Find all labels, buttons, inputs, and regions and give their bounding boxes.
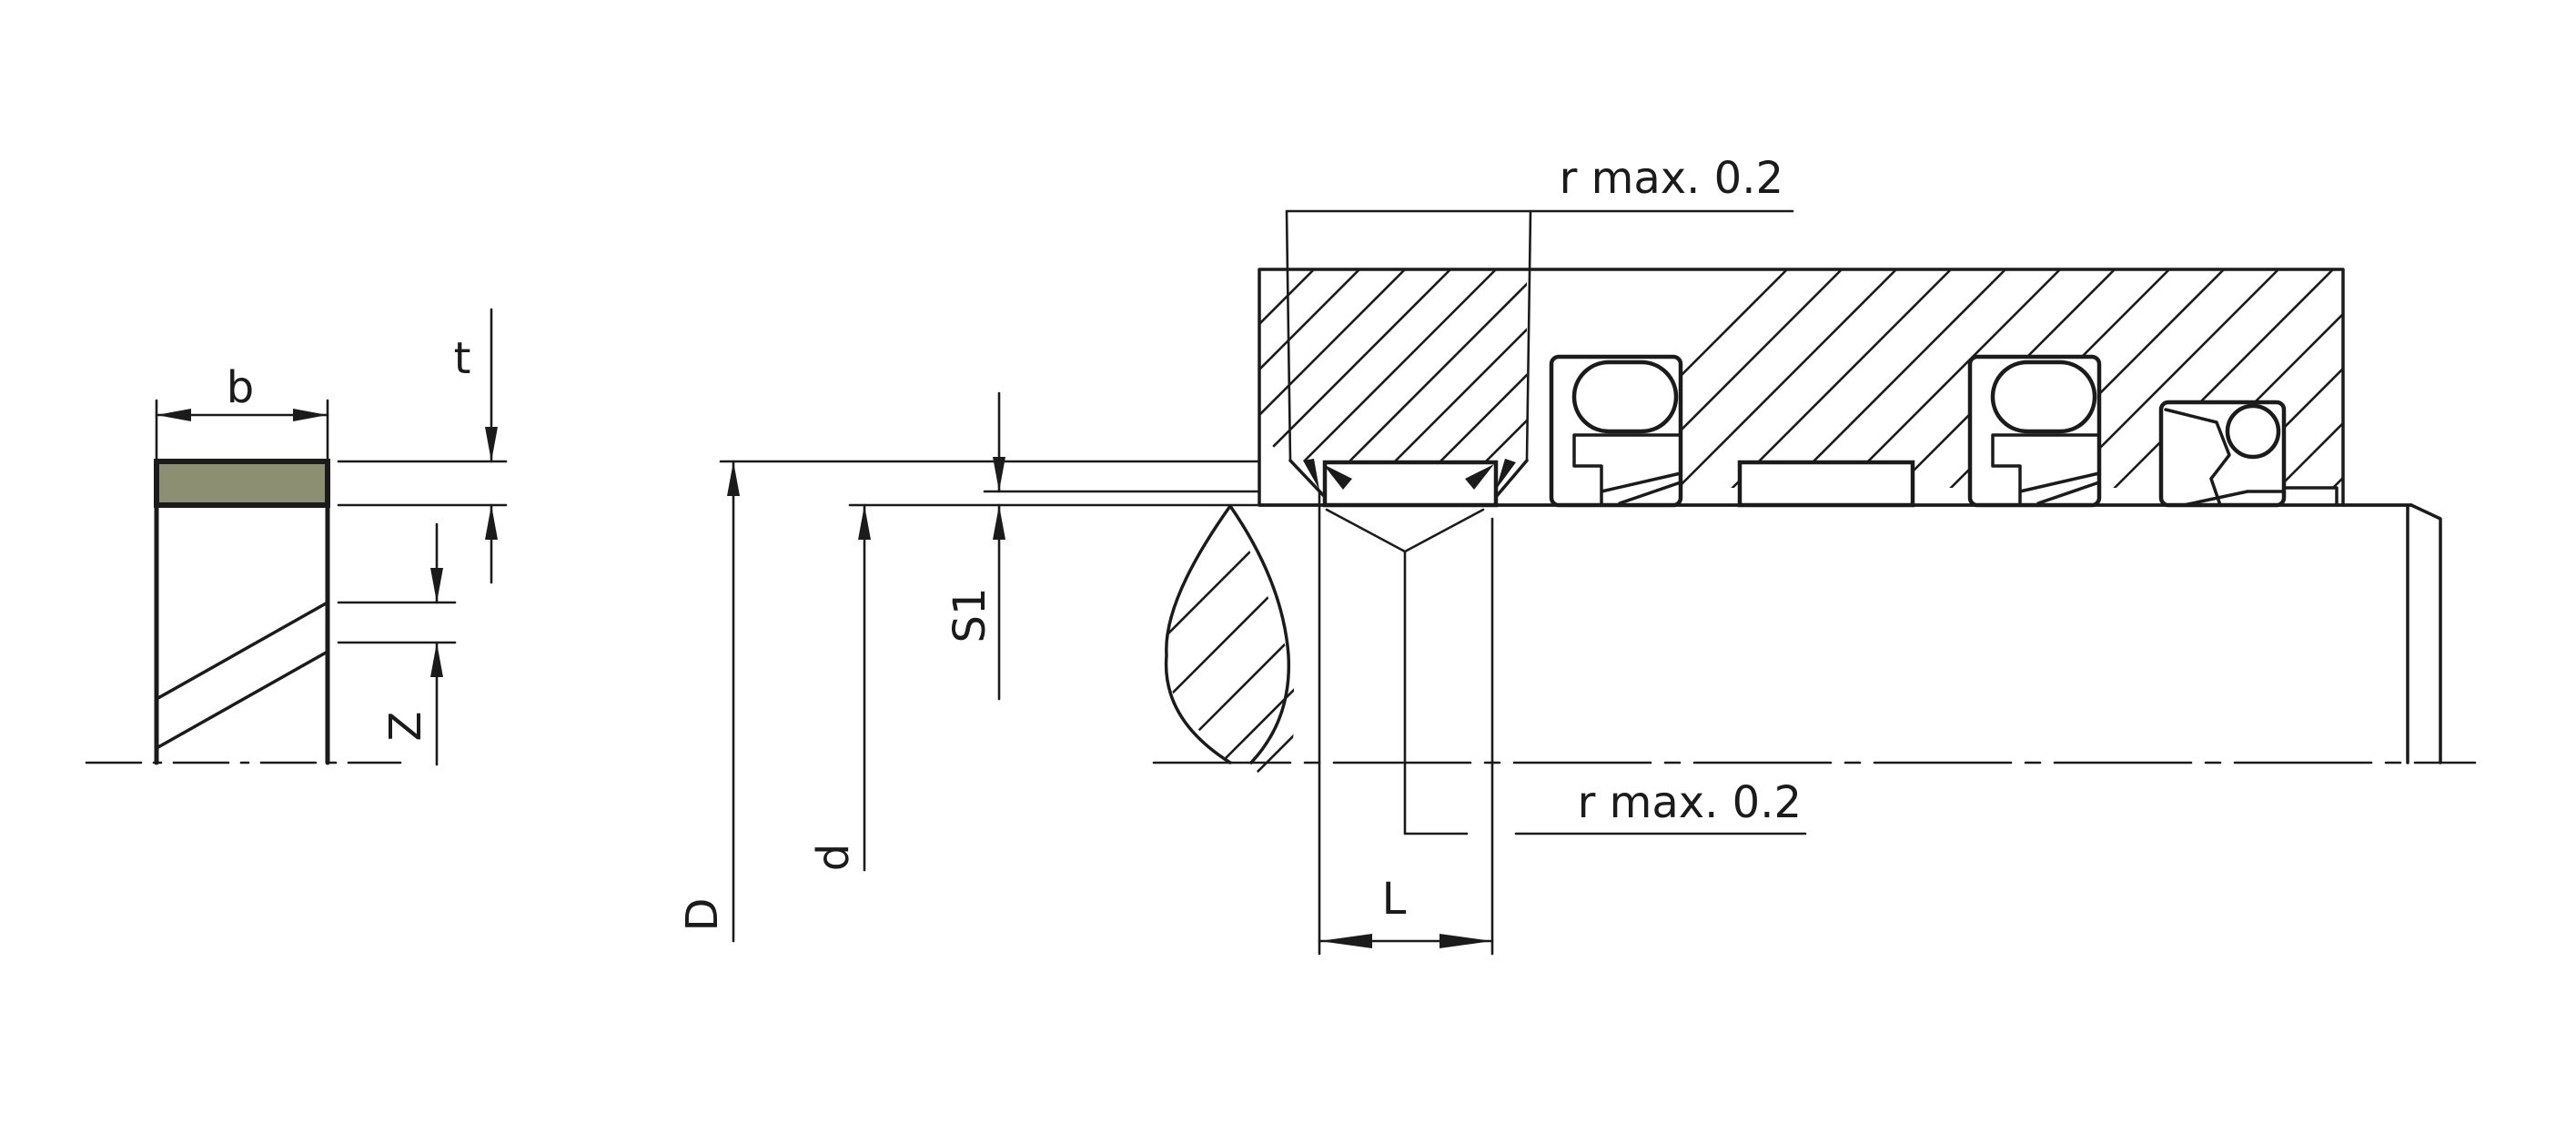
dim-z-arrow-bottom bbox=[430, 643, 443, 677]
dim-t-arrow-bottom bbox=[485, 505, 498, 540]
assembly-view: S1 D d L r max. 0.2 r max. 0.2 bbox=[677, 153, 2477, 956]
leader-r-bottom bbox=[1325, 508, 1485, 553]
rod-end bbox=[2406, 503, 2442, 764]
label-r-top: r max. 0.2 bbox=[1560, 153, 1783, 204]
ring-cut-line-2 bbox=[155, 650, 329, 750]
dim-b-arrow-right bbox=[293, 409, 328, 421]
leader-r-top bbox=[1285, 209, 1532, 462]
label-s1: S1 bbox=[945, 587, 995, 643]
dim-L-arrow-left bbox=[1319, 934, 1372, 948]
ring-cut-line-1 bbox=[155, 601, 329, 701]
label-t: t bbox=[454, 333, 471, 384]
seal-1 bbox=[1549, 354, 1683, 508]
leader-r-bottom-arrow-right bbox=[1465, 464, 1494, 490]
label-L: L bbox=[1382, 874, 1407, 925]
guide-ring-section bbox=[154, 459, 330, 508]
rod-break bbox=[1164, 504, 1291, 764]
label-b: b bbox=[227, 362, 254, 413]
seal-2 bbox=[1967, 354, 2102, 508]
leader-r-bottom-arrow-left bbox=[1323, 464, 1352, 490]
guide-ring-2 bbox=[1737, 460, 1915, 508]
leader-r-top-arrow-left bbox=[1303, 459, 1319, 490]
label-z: Z bbox=[380, 712, 431, 742]
leader-r-top-arrow-right bbox=[1496, 459, 1516, 490]
guide-ring-view: b t Z bbox=[85, 308, 508, 766]
dim-z-arrow-top bbox=[430, 568, 443, 602]
rod-hatching bbox=[1165, 508, 1295, 783]
dim-L-arrow-right bbox=[1440, 934, 1492, 948]
wiper-seal bbox=[2158, 400, 2339, 508]
leader-r-bottom-stem bbox=[1403, 550, 1469, 835]
housing-hatching bbox=[1259, 269, 1527, 461]
dim-t-arrow-top bbox=[485, 427, 498, 461]
dim-d-arrow bbox=[858, 505, 871, 540]
dim-s1-arrow-bottom bbox=[993, 505, 1005, 540]
label-D: D bbox=[677, 898, 728, 932]
dim-s1-arrow-top bbox=[993, 457, 1005, 491]
label-r-bottom: r max. 0.2 bbox=[1578, 777, 1802, 828]
label-d: d bbox=[808, 844, 859, 871]
dim-D-arrow bbox=[727, 461, 740, 496]
dim-b-arrow-left bbox=[157, 409, 191, 421]
